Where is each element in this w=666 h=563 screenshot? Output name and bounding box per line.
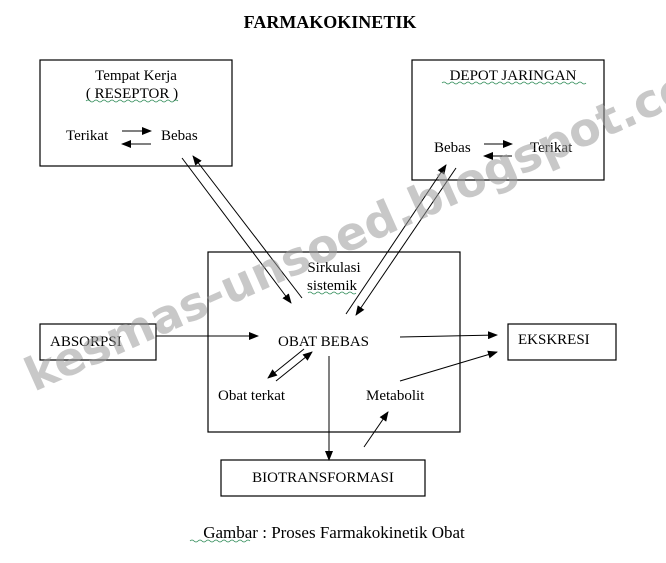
excretion-arrow xyxy=(399,331,498,340)
depot-free-label: Bebas xyxy=(434,140,471,156)
biotransformation-label: BIOTRANSFORMASI xyxy=(252,470,394,486)
metabolite-label: Metabolit xyxy=(366,388,425,404)
circulation-to-depot-arrow xyxy=(345,164,447,315)
systemic-circulation-box: Sirkulasi sistemik OBAT BEBAS Obat terka… xyxy=(207,251,461,433)
metabolite-formation-arrow xyxy=(363,411,389,448)
depot-title: DEPOT JARINGAN xyxy=(450,68,577,84)
depot-bound-label: Terikat xyxy=(530,140,573,156)
absorption-box: ABSORPSI xyxy=(39,323,157,361)
free-drug-label: OBAT BEBAS xyxy=(278,334,369,350)
circulation-to-receptor-arrow xyxy=(192,155,303,299)
depot-to-circulation-arrow xyxy=(355,167,457,316)
receptor-bound-label: Terikat xyxy=(66,128,109,144)
excretion-box: EKSKRESI xyxy=(507,323,617,361)
excretion-label: EKSKRESI xyxy=(518,332,590,348)
receptor-subtitle: ( RESEPTOR ) xyxy=(86,86,178,102)
circulation-subtitle: sistemik xyxy=(307,278,358,294)
receptor-free-label: Bebas xyxy=(161,128,198,144)
circulation-title: Sirkulasi xyxy=(307,260,360,276)
metabolite-excretion-arrow xyxy=(399,350,498,382)
bound-drug-label: Obat terkat xyxy=(218,388,286,404)
tissue-depot-box: DEPOT JARINGAN Bebas Terikat xyxy=(411,59,605,181)
receptor-box: Tempat Kerja ( RESEPTOR ) Terikat Bebas xyxy=(39,59,233,167)
diagram-title: FARMAKOKINETIK xyxy=(244,12,417,32)
binding-arrow xyxy=(267,348,305,379)
receptor-to-circulation-arrow xyxy=(181,157,292,304)
biotransformation-box: BIOTRANSFORMASI xyxy=(220,459,426,497)
receptor-title: Tempat Kerja xyxy=(95,68,177,84)
absorption-label: ABSORPSI xyxy=(50,334,122,350)
unbinding-arrow xyxy=(275,351,313,382)
figure-caption: Gambar : Proses Farmakokinetik Obat xyxy=(203,523,465,542)
